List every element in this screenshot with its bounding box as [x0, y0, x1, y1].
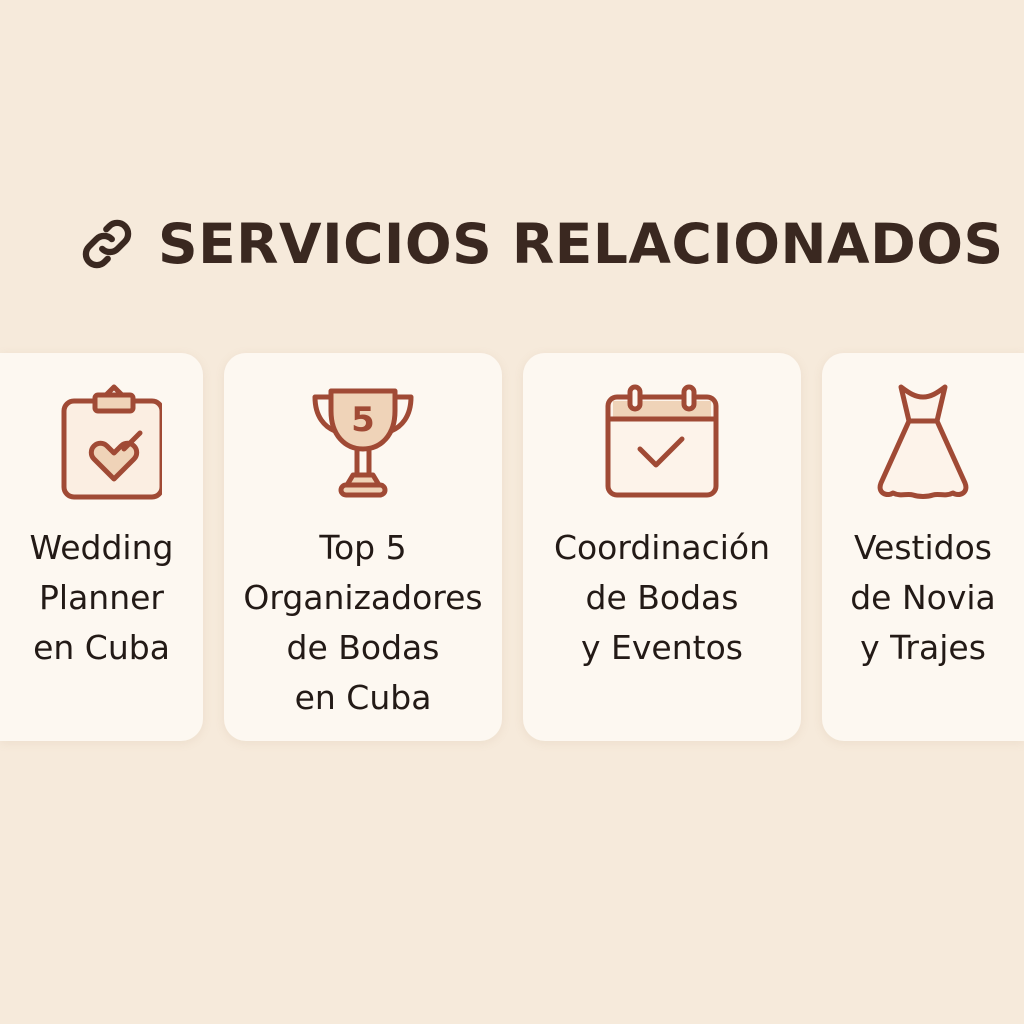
card-label: Top 5 Organizadores de Bodas en Cuba	[243, 528, 483, 717]
dress-icon	[877, 384, 969, 499]
calendar-check-icon	[605, 384, 719, 498]
service-card-coordination[interactable]: Coordinación de Bodas y Eventos	[523, 353, 801, 741]
trophy-icon: 5	[312, 388, 414, 498]
card-label: Wedding Planner en Cuba	[29, 528, 174, 667]
section-header: SERVICIOS RELACIONADOS	[78, 212, 1004, 276]
service-card-dresses[interactable]: Vestidos de Novia y Trajes	[822, 353, 1024, 741]
card-label: Coordinación de Bodas y Eventos	[553, 528, 771, 667]
service-card-wedding-planner[interactable]: Wedding Planner en Cuba	[0, 353, 203, 741]
card-label: Vestidos de Novia y Trajes	[850, 528, 996, 667]
trophy-badge: 5	[351, 400, 375, 440]
service-card-top5-organizers[interactable]: 5 Top 5 Organizadores de Bodas en Cuba	[224, 353, 502, 741]
clipboard-heart-icon	[61, 384, 162, 500]
section-title: SERVICIOS RELACIONADOS	[158, 212, 1004, 276]
link-icon	[82, 219, 132, 269]
